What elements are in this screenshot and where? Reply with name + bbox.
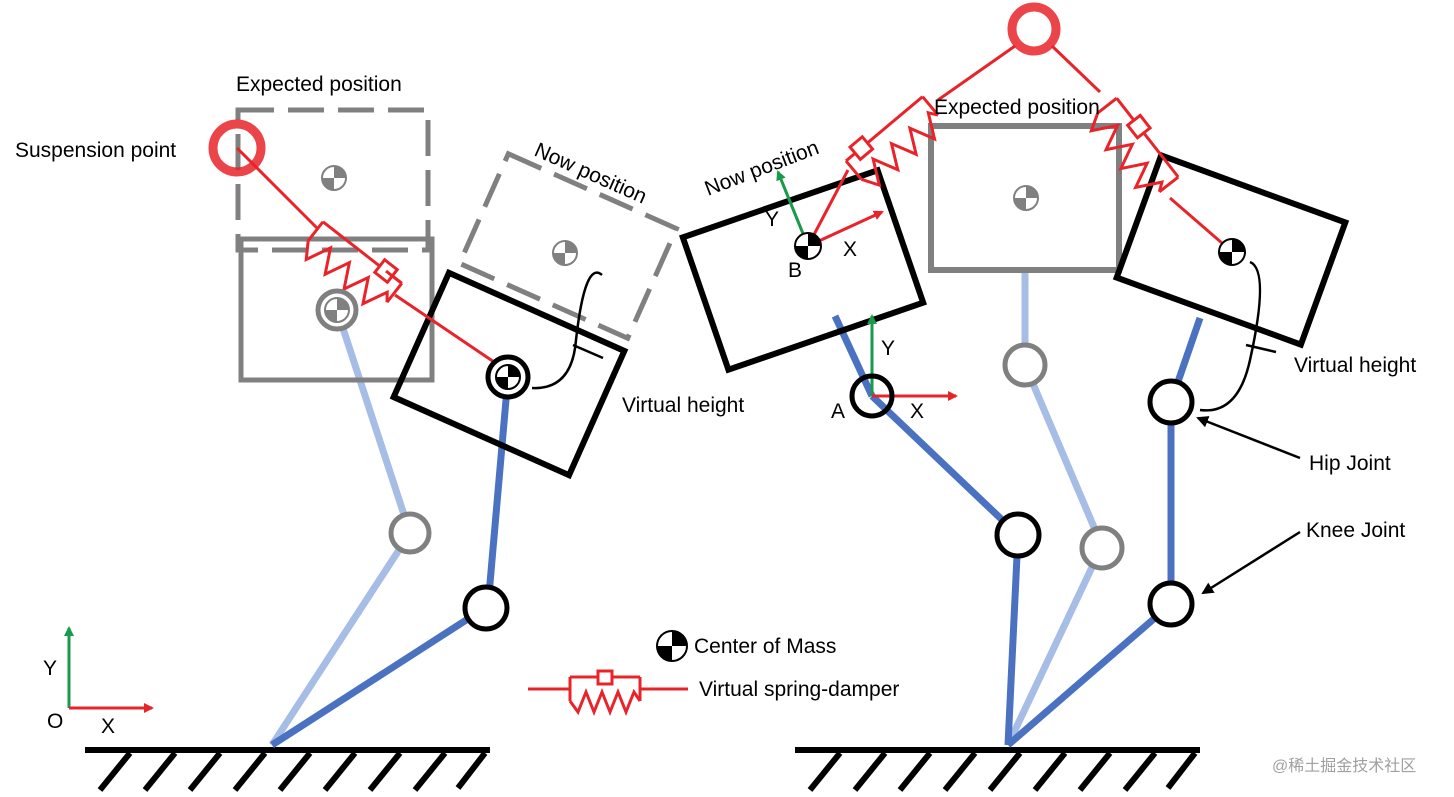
left-expected-com-icon — [321, 165, 347, 191]
right-hip-a — [849, 373, 895, 419]
ground-left — [85, 747, 490, 792]
right-virtual-height-bracket — [1199, 260, 1262, 412]
world-y-label: Y — [43, 657, 57, 680]
right-now-position-label: Now position — [702, 136, 822, 201]
right-spring-damper-left — [806, 44, 1016, 247]
frame-a-axes — [867, 314, 958, 401]
right-now-com-icon — [794, 232, 822, 260]
right-suspension-point — [1007, 2, 1061, 56]
right-other-body-box — [1112, 151, 1350, 349]
left-active-leg — [270, 376, 512, 748]
frame-a-y-label: Y — [881, 337, 895, 360]
right-expected-position-label: Expected position — [934, 96, 1100, 119]
world-axes — [64, 626, 154, 713]
frame-a-x-label: X — [910, 400, 924, 423]
suspension-point-label: Suspension point — [15, 139, 176, 162]
right-virtual-height-label: Virtual height — [1294, 354, 1416, 377]
legend-com-label: Center of Mass — [694, 635, 836, 658]
right-ghost-knee — [1079, 525, 1125, 571]
world-x-label: X — [101, 715, 115, 738]
frame-b-x-label: X — [843, 238, 857, 261]
knee-joint-label: Knee Joint — [1306, 519, 1405, 542]
legend-spring-label: Virtual spring-damper — [699, 678, 899, 701]
right-now-body-box — [679, 166, 927, 374]
ground-right — [795, 747, 1200, 792]
left-now-com-icon — [552, 240, 578, 266]
left-ghost-knee — [388, 511, 432, 555]
hip-joint-label: Hip Joint — [1309, 452, 1391, 475]
left-virtual-height-label: Virtual height — [622, 394, 744, 417]
left-body-box — [389, 268, 629, 480]
legend-spring-icon — [528, 669, 688, 717]
right-ghost-hip — [1002, 342, 1048, 388]
point-b-label: B — [788, 259, 802, 282]
knee-joint-arrow — [1201, 530, 1301, 595]
left-expected-position-label: Expected position — [236, 73, 402, 96]
hip-joint-arrow — [1196, 416, 1301, 460]
left-com-icon — [485, 354, 531, 400]
watermark: @稀土掘金技术社区 — [1272, 757, 1416, 775]
frame-b-y-label: Y — [765, 208, 779, 231]
right-virtual-height-tick — [1245, 343, 1277, 354]
left-virtual-height-tick — [572, 343, 604, 360]
right-spring-damper-right — [1050, 44, 1231, 252]
left-ghost-com-icon — [315, 288, 359, 332]
origin-label: O — [47, 710, 63, 733]
left-spring-damper — [235, 146, 498, 366]
legend-com-icon — [656, 630, 688, 662]
left-suspension-point — [208, 119, 266, 177]
right-hip-joint — [1147, 378, 1195, 426]
right-other-com-icon — [1218, 238, 1246, 266]
point-a-label: A — [831, 400, 845, 423]
right-expected-com-icon — [1013, 185, 1039, 211]
left-knee — [462, 584, 510, 632]
left-ghost-leg — [269, 308, 414, 747]
left-now-position-label: Now position — [531, 139, 650, 209]
frame-b-axes — [776, 170, 884, 248]
left-virtual-height-bracket — [531, 271, 603, 390]
right-knee-joint — [1147, 580, 1195, 628]
right-knee-front — [994, 511, 1042, 559]
right-expected-body-box — [928, 123, 1122, 273]
left-expected-position-box — [235, 107, 431, 253]
